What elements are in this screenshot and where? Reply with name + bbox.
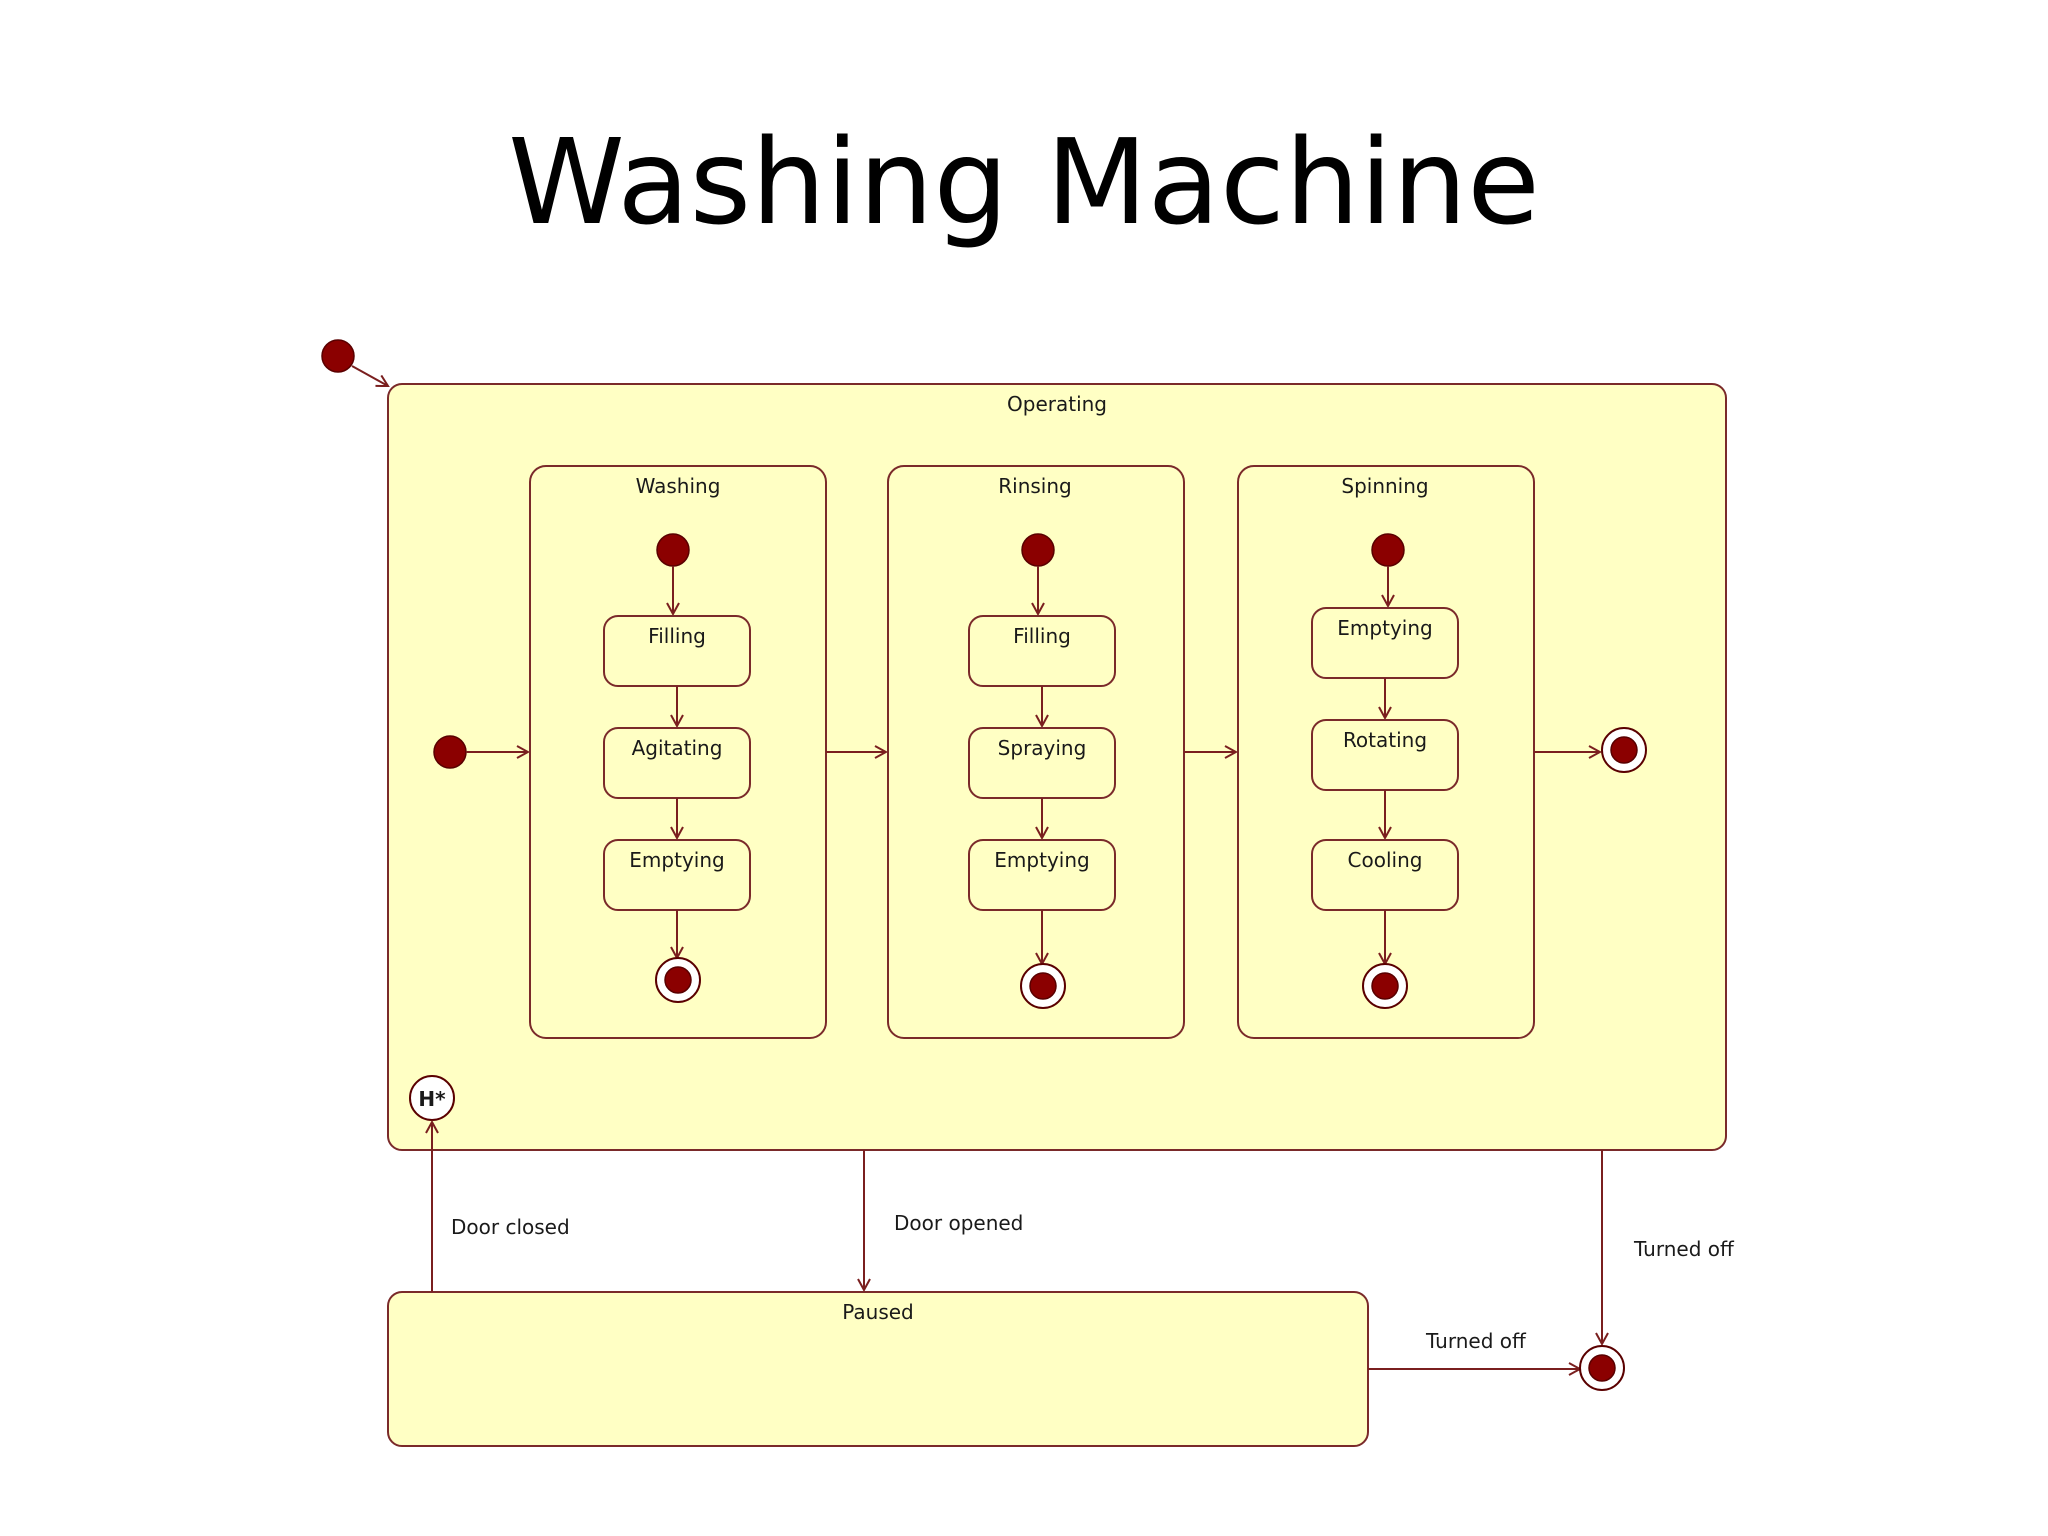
- initial-node-root: [321, 339, 355, 373]
- substate-rinsing-spraying: Spraying: [968, 727, 1116, 799]
- substate-rinsing-filling: Filling: [968, 615, 1116, 687]
- rinsing-final-node: [1020, 963, 1066, 1009]
- washing-label: Washing: [636, 474, 721, 498]
- state-washing: Washing Filling Agitating Emptying: [529, 465, 827, 1039]
- transition-initial: [351, 365, 388, 386]
- state-operating-label: Operating: [1007, 392, 1107, 416]
- spinning-initial-node: [1371, 533, 1405, 567]
- state-spinning: Spinning Emptying Rotating Cooling: [1237, 465, 1535, 1039]
- washing-initial-node: [656, 533, 690, 567]
- state-rinsing: Rinsing Filling Spraying Emptying: [887, 465, 1185, 1039]
- substate-spinning-rotating: Rotating: [1311, 719, 1459, 791]
- substate-washing-filling: Filling: [603, 615, 751, 687]
- spinning-label: Spinning: [1341, 474, 1428, 498]
- svg-text:Emptying: Emptying: [994, 848, 1089, 872]
- svg-text:Filling: Filling: [1013, 624, 1071, 648]
- svg-text:Spraying: Spraying: [998, 736, 1087, 760]
- svg-text:Emptying: Emptying: [629, 848, 724, 872]
- substate-washing-agitating: Agitating: [603, 727, 751, 799]
- initial-node-operating: [433, 735, 467, 769]
- rinsing-label: Rinsing: [998, 474, 1071, 498]
- spinning-final-node: [1362, 963, 1408, 1009]
- state-paused: Paused: [387, 1291, 1369, 1447]
- turned-off-paused-label: Turned off: [1425, 1329, 1527, 1353]
- substate-rinsing-emptying: Emptying: [968, 839, 1116, 911]
- turned-off-operating-label: Turned off: [1633, 1237, 1735, 1261]
- svg-text:Cooling: Cooling: [1348, 848, 1423, 872]
- rinsing-initial-node: [1021, 533, 1055, 567]
- svg-text:Filling: Filling: [648, 624, 706, 648]
- final-node-root: [1579, 1345, 1625, 1391]
- history-label: H*: [418, 1087, 446, 1111]
- history-node: H*: [409, 1075, 455, 1121]
- substate-spinning-cooling: Cooling: [1311, 839, 1459, 911]
- substate-spinning-emptying: Emptying: [1311, 607, 1459, 679]
- slide-title: Washing Machine: [508, 113, 1540, 251]
- washing-final-node: [655, 957, 701, 1003]
- svg-text:Agitating: Agitating: [632, 736, 723, 760]
- svg-text:Rotating: Rotating: [1343, 728, 1427, 752]
- state-paused-label: Paused: [842, 1300, 914, 1324]
- door-closed-label: Door closed: [451, 1215, 570, 1239]
- substate-washing-emptying: Emptying: [603, 839, 751, 911]
- svg-text:Emptying: Emptying: [1337, 616, 1432, 640]
- door-opened-label: Door opened: [894, 1211, 1023, 1235]
- operating-final-node: [1601, 727, 1647, 773]
